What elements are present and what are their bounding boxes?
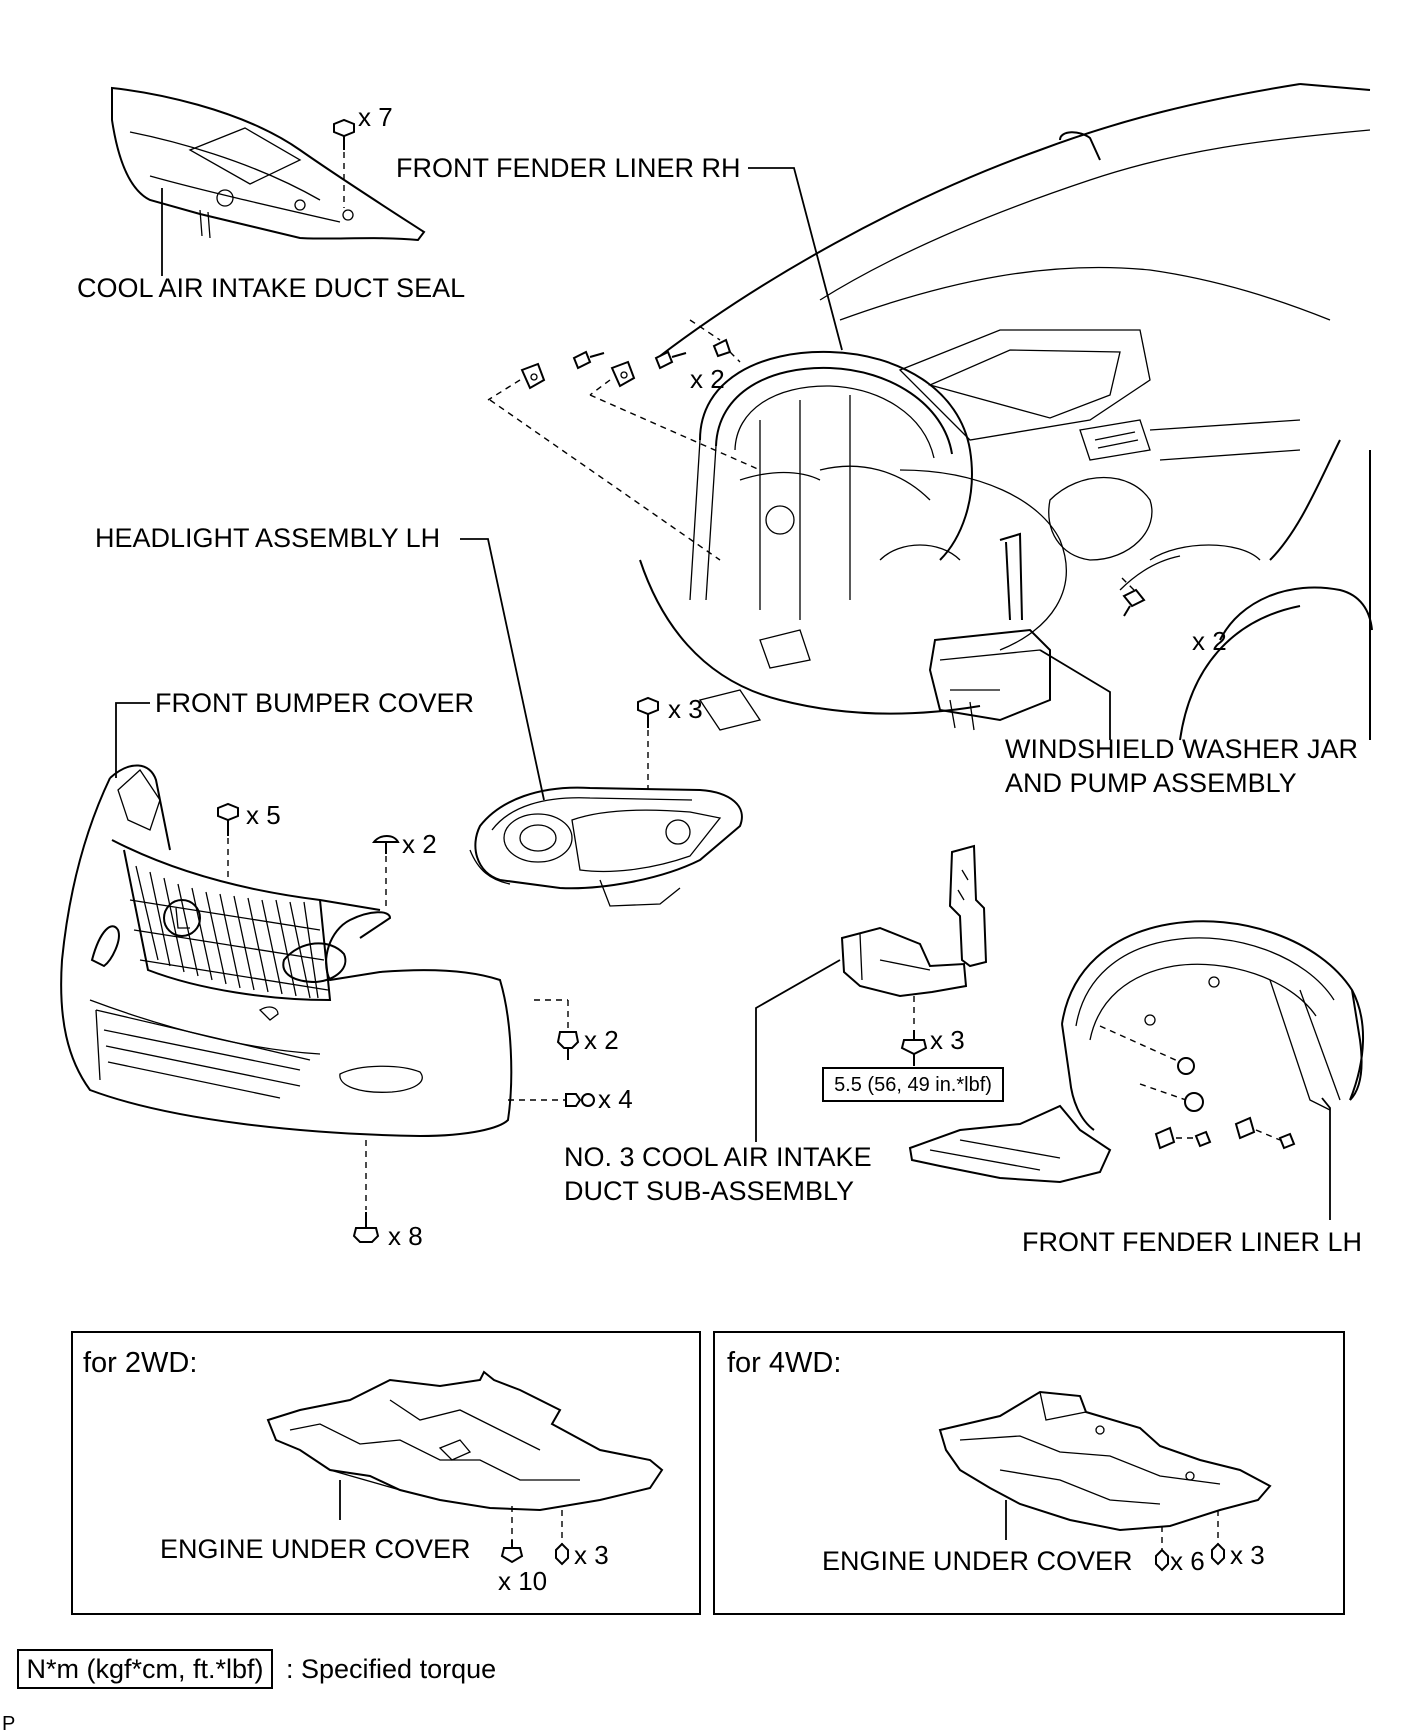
cool-air-intake-duct-seal-drawing bbox=[111, 86, 426, 242]
engine-under-cover-4wd-label: ENGINE UNDER COVER bbox=[822, 1546, 1133, 1576]
front-bumper-cover-drawing bbox=[60, 764, 513, 1138]
legend-torque-units: N*m (kgf*cm, ft.*lbf) bbox=[26, 1654, 263, 1684]
bumper-bottom-clip-count: x 8 bbox=[388, 1221, 423, 1251]
bumper-top-bolt-icon bbox=[217, 802, 239, 880]
engine-under-cover-2wd-count-b: x 3 bbox=[574, 1540, 609, 1570]
front-fender-liner-rh-label: FRONT FENDER LINER RH bbox=[396, 153, 741, 183]
fender-rh-screw-count: x 2 bbox=[690, 364, 725, 394]
fender-lh-fasteners bbox=[1099, 1025, 1296, 1150]
front-fender-liner-lh-label: FRONT FENDER LINER LH bbox=[1022, 1227, 1362, 1257]
bumper-cover-leader bbox=[115, 702, 150, 778]
duct-bolt-count: x 3 bbox=[930, 1025, 965, 1055]
no3-cool-air-intake-duct-drawing bbox=[840, 844, 988, 998]
fender-liner-rh-leader bbox=[748, 167, 843, 351]
windshield-washer-jar-drawing bbox=[928, 532, 1051, 731]
windshield-washer-label-line2: AND PUMP ASSEMBLY bbox=[1005, 768, 1297, 798]
front-fender-liner-rh-drawing bbox=[689, 350, 973, 620]
corner-mark: P bbox=[2, 1713, 15, 1734]
torque-spec-box bbox=[822, 1067, 1004, 1102]
fender-rh-fasteners bbox=[487, 319, 761, 561]
panel-4wd-title: for 4WD: bbox=[727, 1347, 841, 1379]
panel-2wd-frame bbox=[71, 1331, 701, 1615]
fender-liner-lh-leader bbox=[1321, 1097, 1331, 1220]
engine-under-cover-2wd-drawing bbox=[266, 1370, 664, 1512]
fender-rh-side-screw-icon bbox=[1119, 555, 1181, 617]
engine-under-cover-4wd-clip-b-icon bbox=[1211, 1510, 1225, 1566]
headlight-assembly-lh-label: HEADLIGHT ASSEMBLY LH bbox=[95, 523, 440, 553]
headlight-assembly-lh-drawing bbox=[469, 786, 743, 907]
engine-under-cover-4wd-count-a: x 6 bbox=[1170, 1546, 1205, 1576]
headlight-bolt-icon bbox=[637, 696, 659, 790]
engine-under-cover-4wd-drawing bbox=[938, 1390, 1272, 1532]
duct-seal-clip-count: x 7 bbox=[358, 102, 393, 132]
bumper-top-bolt-count: x 5 bbox=[246, 800, 281, 830]
no3-duct-label-line1: NO. 3 COOL AIR INTAKE bbox=[564, 1142, 872, 1172]
legend-description: : Specified torque bbox=[286, 1654, 496, 1684]
front-fender-liner-lh-drawing bbox=[908, 920, 1365, 1184]
washer-jar-leader bbox=[1039, 649, 1111, 740]
headlight-bolt-count: x 3 bbox=[668, 694, 703, 724]
headlight-leader bbox=[460, 538, 545, 801]
no3-duct-label-line2: DUCT SUB-ASSEMBLY bbox=[564, 1176, 854, 1206]
duct-bolt-icon bbox=[900, 996, 928, 1066]
engine-under-cover-2wd-bolt-icon bbox=[500, 1506, 524, 1564]
torque-spec-value: 5.5 (56, 49 in.*lbf) bbox=[834, 1074, 992, 1096]
bumper-top-clip-icon bbox=[371, 835, 400, 910]
windshield-washer-label-line1: WINDSHIELD WASHER JAR bbox=[1005, 734, 1358, 764]
panel-4wd-frame bbox=[713, 1331, 1345, 1615]
engine-under-cover-2wd-count-a: x 10 bbox=[498, 1566, 547, 1596]
bumper-side-screw-icon bbox=[534, 999, 580, 1060]
bumper-side-clip-icon bbox=[508, 1093, 595, 1107]
legend-torque-box bbox=[17, 1649, 273, 1689]
engine-under-cover-4wd-clip-a-icon bbox=[1155, 1526, 1169, 1572]
cool-air-intake-duct-seal-label: COOL AIR INTAKE DUCT SEAL bbox=[77, 273, 465, 303]
vehicle-body-drawing bbox=[639, 83, 1373, 741]
engine-under-cover-4wd-count-b: x 3 bbox=[1230, 1540, 1265, 1570]
bumper-bottom-clip-icon bbox=[352, 1140, 380, 1243]
bumper-top-clip-count: x 2 bbox=[402, 829, 437, 859]
bumper-side-screw-count: x 2 bbox=[584, 1025, 619, 1055]
panel-2wd-title: for 2WD: bbox=[83, 1347, 197, 1379]
engine-under-cover-2wd-clip-icon bbox=[555, 1510, 569, 1566]
engine-under-cover-2wd-label: ENGINE UNDER COVER bbox=[160, 1534, 471, 1564]
duct-seal-clip-icon bbox=[333, 118, 355, 208]
front-bumper-cover-label: FRONT BUMPER COVER bbox=[155, 688, 474, 718]
fender-rh-side-screw-count: x 2 bbox=[1192, 626, 1227, 656]
no3-duct-leader bbox=[755, 959, 841, 1142]
bumper-side-clip-count: x 4 bbox=[598, 1084, 633, 1114]
